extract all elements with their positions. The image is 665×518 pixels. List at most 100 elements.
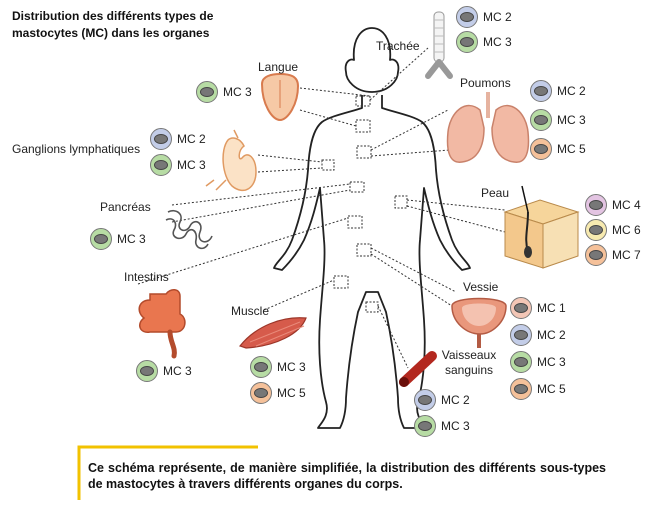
mast-cell-icon (510, 378, 532, 400)
organ-label-vaisseaux: Vaisseaux sanguins (441, 348, 497, 377)
mast-cell-badge: MC 3 (250, 356, 306, 378)
mast-cell-icon (530, 109, 552, 131)
mast-cell-badge: MC 2 (510, 324, 566, 346)
trachea-illustration (425, 11, 453, 79)
organ-label-ganglions: Ganglions lymphatiques (12, 142, 141, 156)
mast-cell-label: MC 2 (483, 10, 512, 24)
organ-label-peau: Peau (481, 186, 510, 200)
organ-label-langue: Langue (258, 60, 299, 74)
mast-cell-label: MC 4 (612, 198, 641, 212)
mast-cell-icon (530, 80, 552, 102)
skin-illustration (503, 185, 580, 269)
blood-vessel-illustration (399, 351, 437, 387)
mast-cell-icon (150, 128, 172, 150)
mast-cell-label: MC 3 (223, 85, 252, 99)
intestine-illustration (138, 289, 186, 359)
mast-cell-label: MC 3 (557, 113, 586, 127)
mast-cell-badge: MC 2 (414, 389, 470, 411)
mast-cell-icon (250, 356, 272, 378)
mast-cell-label: MC 3 (537, 355, 566, 369)
mast-cell-icon (585, 219, 607, 241)
muscle-illustration (238, 317, 307, 349)
mast-cell-badge: MC 3 (136, 360, 192, 382)
mast-cell-icon (136, 360, 158, 382)
mast-cell-icon (585, 244, 607, 266)
organ-label-poumons: Poumons (460, 76, 511, 90)
marker-vessie (356, 243, 372, 257)
mast-cell-label: MC 3 (441, 419, 470, 433)
mast-cell-icon (196, 81, 218, 103)
mast-cell-badge: MC 2 (150, 128, 206, 150)
mast-cell-badge: MC 5 (510, 378, 566, 400)
marker-vaisseaux (365, 301, 379, 313)
mast-cell-label: MC 6 (612, 223, 641, 237)
mast-cell-label: MC 3 (277, 360, 306, 374)
mast-cell-badge: MC 5 (250, 382, 306, 404)
body-marker-boxes (321, 95, 408, 313)
mast-cell-label: MC 5 (277, 386, 306, 400)
mast-cell-icon (456, 31, 478, 53)
lungs-illustration (446, 92, 530, 163)
mast-cell-icon (530, 138, 552, 160)
marker-poumons (356, 145, 372, 159)
pancreas-illustration (165, 209, 213, 250)
marker-intestins (347, 215, 363, 229)
mast-cell-label: MC 3 (117, 232, 146, 246)
mast-cell-badge: MC 3 (90, 228, 146, 250)
mast-cell-label: MC 3 (163, 364, 192, 378)
mast-cell-icon (510, 324, 532, 346)
organ-label-vessie: Vessie (463, 280, 499, 294)
mast-cell-label: MC 3 (177, 158, 206, 172)
leader-lines (137, 47, 506, 369)
mast-cell-badge: MC 7 (585, 244, 641, 266)
mast-cell-icon (250, 382, 272, 404)
mast-cell-icon (456, 6, 478, 28)
diagram-title: Distribution des différents types de mas… (12, 9, 214, 40)
mast-cell-label: MC 1 (537, 301, 566, 315)
mast-cell-icon (90, 228, 112, 250)
marker-pancreas (349, 181, 365, 193)
mast-cell-badge: MC 1 (510, 297, 566, 319)
organ-label-trachee: Trachée (376, 39, 420, 53)
mast-cell-label: MC 2 (441, 393, 470, 407)
mast-cell-badge: MC 6 (585, 219, 641, 241)
mast-cell-icon (510, 351, 532, 373)
mast-cell-label: MC 7 (612, 248, 641, 262)
mast-cell-badge: MC 4 (585, 194, 641, 216)
bladder-illustration (451, 297, 507, 348)
lymph-node-illustration (205, 129, 257, 192)
mast-cell-icon (414, 415, 436, 437)
mast-cell-icon (510, 297, 532, 319)
caption-text: Ce schéma représente, de manière simplif… (88, 461, 606, 491)
mast-cell-label: MC 2 (177, 132, 206, 146)
mast-cell-badge: MC 3 (530, 109, 586, 131)
mast-cell-label: MC 2 (537, 328, 566, 342)
mast-cell-badge: MC 5 (530, 138, 586, 160)
mast-cell-badge: MC 3 (196, 81, 252, 103)
mast-cell-badge: MC 2 (456, 6, 512, 28)
marker-langue (355, 119, 371, 133)
human-body-outline (273, 27, 471, 429)
mast-cell-label: MC 5 (537, 382, 566, 396)
mast-cell-badge: MC 3 (510, 351, 566, 373)
organ-label-intestins: Intestins (124, 270, 169, 284)
mast-cell-label: MC 5 (557, 142, 586, 156)
marker-ganglions (321, 159, 335, 171)
marker-peau (394, 195, 408, 209)
tongue-illustration (260, 72, 300, 122)
mast-cell-label: MC 3 (483, 35, 512, 49)
mast-cell-badge: MC 2 (530, 80, 586, 102)
caption-accent-bar (77, 445, 258, 500)
marker-trachee (355, 95, 371, 107)
mast-cell-label: MC 2 (557, 84, 586, 98)
organ-label-muscle: Muscle (231, 304, 270, 318)
mast-cell-icon (585, 194, 607, 216)
mast-cell-badge: MC 3 (414, 415, 470, 437)
mast-cell-icon (150, 154, 172, 176)
mast-cell-icon (414, 389, 436, 411)
marker-muscle (333, 275, 349, 289)
mast-cell-badge: MC 3 (150, 154, 206, 176)
organ-label-pancreas: Pancréas (100, 200, 151, 214)
mast-cell-badge: MC 3 (456, 31, 512, 53)
